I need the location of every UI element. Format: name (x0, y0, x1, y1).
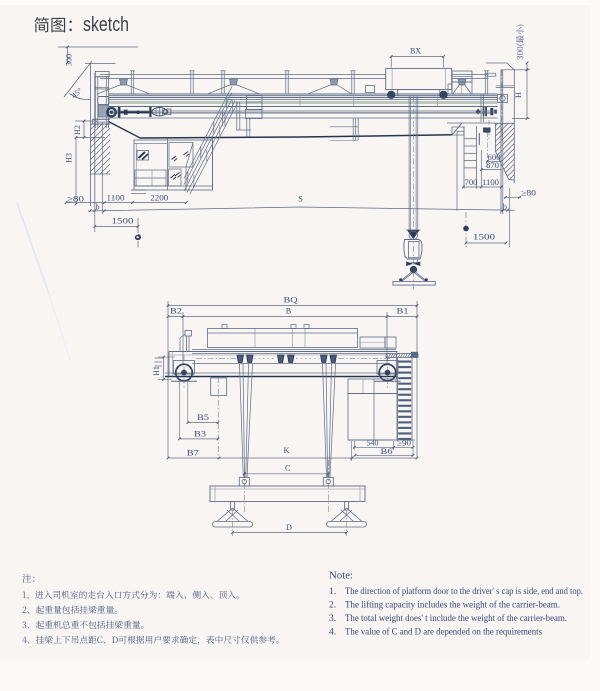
svg-text:sketch: sketch (83, 13, 129, 36)
svg-text:H2: H2 (73, 125, 82, 135)
svg-text:B6: B6 (381, 447, 393, 456)
svg-text:The direction of platform door: The direction of platform door to the dr… (345, 586, 583, 597)
svg-text:BX: BX (410, 47, 421, 56)
svg-text:1500: 1500 (112, 217, 134, 226)
svg-text:The lifting capacity includes: The lifting capacity includes the weight… (345, 600, 560, 611)
svg-text:≥90: ≥90 (397, 439, 411, 448)
svg-text:K: K (284, 446, 290, 455)
svg-text:b: b (95, 202, 99, 211)
svg-text:2.: 2. (329, 601, 336, 611)
svg-text:B3: B3 (194, 429, 206, 438)
svg-text:540: 540 (367, 439, 379, 448)
svg-text:B5: B5 (197, 413, 209, 422)
svg-text:1500: 1500 (473, 233, 495, 242)
svg-text:H3: H3 (65, 153, 74, 163)
svg-text:BQ: BQ (284, 296, 298, 305)
svg-text:≥80: ≥80 (521, 189, 536, 198)
svg-text:D: D (286, 523, 292, 532)
svg-text:H: H (514, 92, 523, 98)
svg-text:2200: 2200 (150, 193, 168, 202)
svg-text:S: S (298, 194, 303, 203)
svg-text:B7: B7 (187, 449, 199, 458)
svg-text:≥80: ≥80 (67, 194, 84, 203)
svg-text:The value of C and D are depen: The value of C and D are depended on the… (345, 627, 542, 638)
svg-text:C: C (285, 463, 291, 472)
svg-text:4.: 4. (329, 628, 336, 638)
svg-text:1100: 1100 (482, 178, 499, 187)
svg-text:The total weight does' t inclu: The total weight does' t include the wei… (345, 613, 567, 624)
svg-text:600: 600 (488, 153, 501, 162)
svg-text:H1: H1 (152, 366, 161, 376)
svg-text:870: 870 (486, 161, 499, 170)
svg-text:Note:: Note: (329, 571, 353, 582)
svg-text:B2: B2 (170, 307, 182, 316)
svg-text:300: 300 (65, 54, 74, 66)
svg-text:1.: 1. (329, 587, 336, 597)
svg-text:b: b (503, 203, 507, 212)
svg-text:3.: 3. (329, 614, 336, 624)
svg-text:B: B (286, 307, 292, 316)
svg-text:700: 700 (465, 178, 478, 187)
svg-text:B1: B1 (397, 307, 409, 316)
svg-text:1100: 1100 (107, 194, 125, 203)
